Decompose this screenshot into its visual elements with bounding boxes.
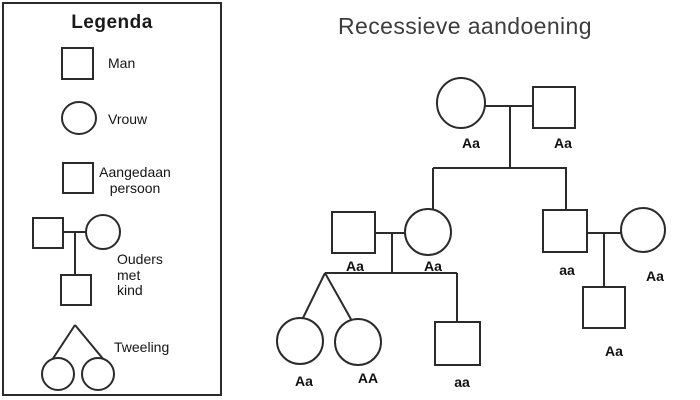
genotype-label: Aa	[295, 373, 313, 389]
gen1-mother-female-symbol	[436, 77, 486, 129]
genotype-label: AA	[358, 370, 378, 386]
legend-mother-symbol	[85, 214, 121, 250]
gen3-twin2-female-symbol	[334, 318, 382, 366]
legend-label-man: Man	[108, 55, 136, 71]
gen2-affected-son-male-symbol	[542, 209, 588, 253]
page-title: Recessieve aandoening	[338, 13, 592, 39]
genotype-label: Aa	[554, 135, 572, 151]
legend-panel: Legenda Man Vrouw Aangedaan persoon	[2, 2, 222, 396]
legend-twin-line-right	[74, 324, 105, 361]
legend-label-ouders-met-kind: Ouders met kind	[117, 251, 163, 298]
legend-title: Legenda	[71, 12, 153, 33]
genotype-label: Aa	[646, 268, 664, 284]
genotype-label: aa	[559, 262, 575, 278]
twin-line-right	[324, 272, 353, 322]
gen3-son-male-symbol	[582, 286, 626, 329]
legend-twin-line-left	[51, 324, 76, 361]
legend-label-aangedaan-persoon: Aangedaan persoon	[99, 164, 171, 196]
gen1-father-male-symbol	[532, 86, 576, 129]
gen3-affected-son-male-symbol	[434, 321, 481, 366]
genotype-label: Aa	[605, 343, 623, 359]
genotype-label: Aa	[462, 135, 480, 151]
gen3-twin1-female-symbol	[276, 317, 324, 365]
legend-affected-father-symbol	[32, 217, 64, 249]
gen2-daughter-female-symbol	[404, 208, 452, 256]
genotype-label: Aa	[346, 258, 364, 274]
legend-label-tweeling: Tweeling	[114, 339, 170, 355]
genotype-label: aa	[454, 374, 470, 390]
legend-female-symbol	[61, 101, 97, 135]
twin-line-left	[301, 272, 326, 321]
genotype-label: Aa	[424, 258, 442, 274]
legend-symbols	[32, 47, 121, 391]
legend-affected-symbol	[62, 162, 94, 194]
legend-child-symbol	[60, 274, 92, 306]
gen2-wife-female-symbol	[620, 207, 666, 253]
legend-male-symbol	[61, 47, 94, 80]
legend-twin-circle-left	[41, 357, 75, 391]
legend-twin-circle-right	[81, 357, 115, 391]
gen2-husband-male-symbol	[331, 211, 376, 254]
legend-label-vrouw: Vrouw	[108, 111, 148, 127]
